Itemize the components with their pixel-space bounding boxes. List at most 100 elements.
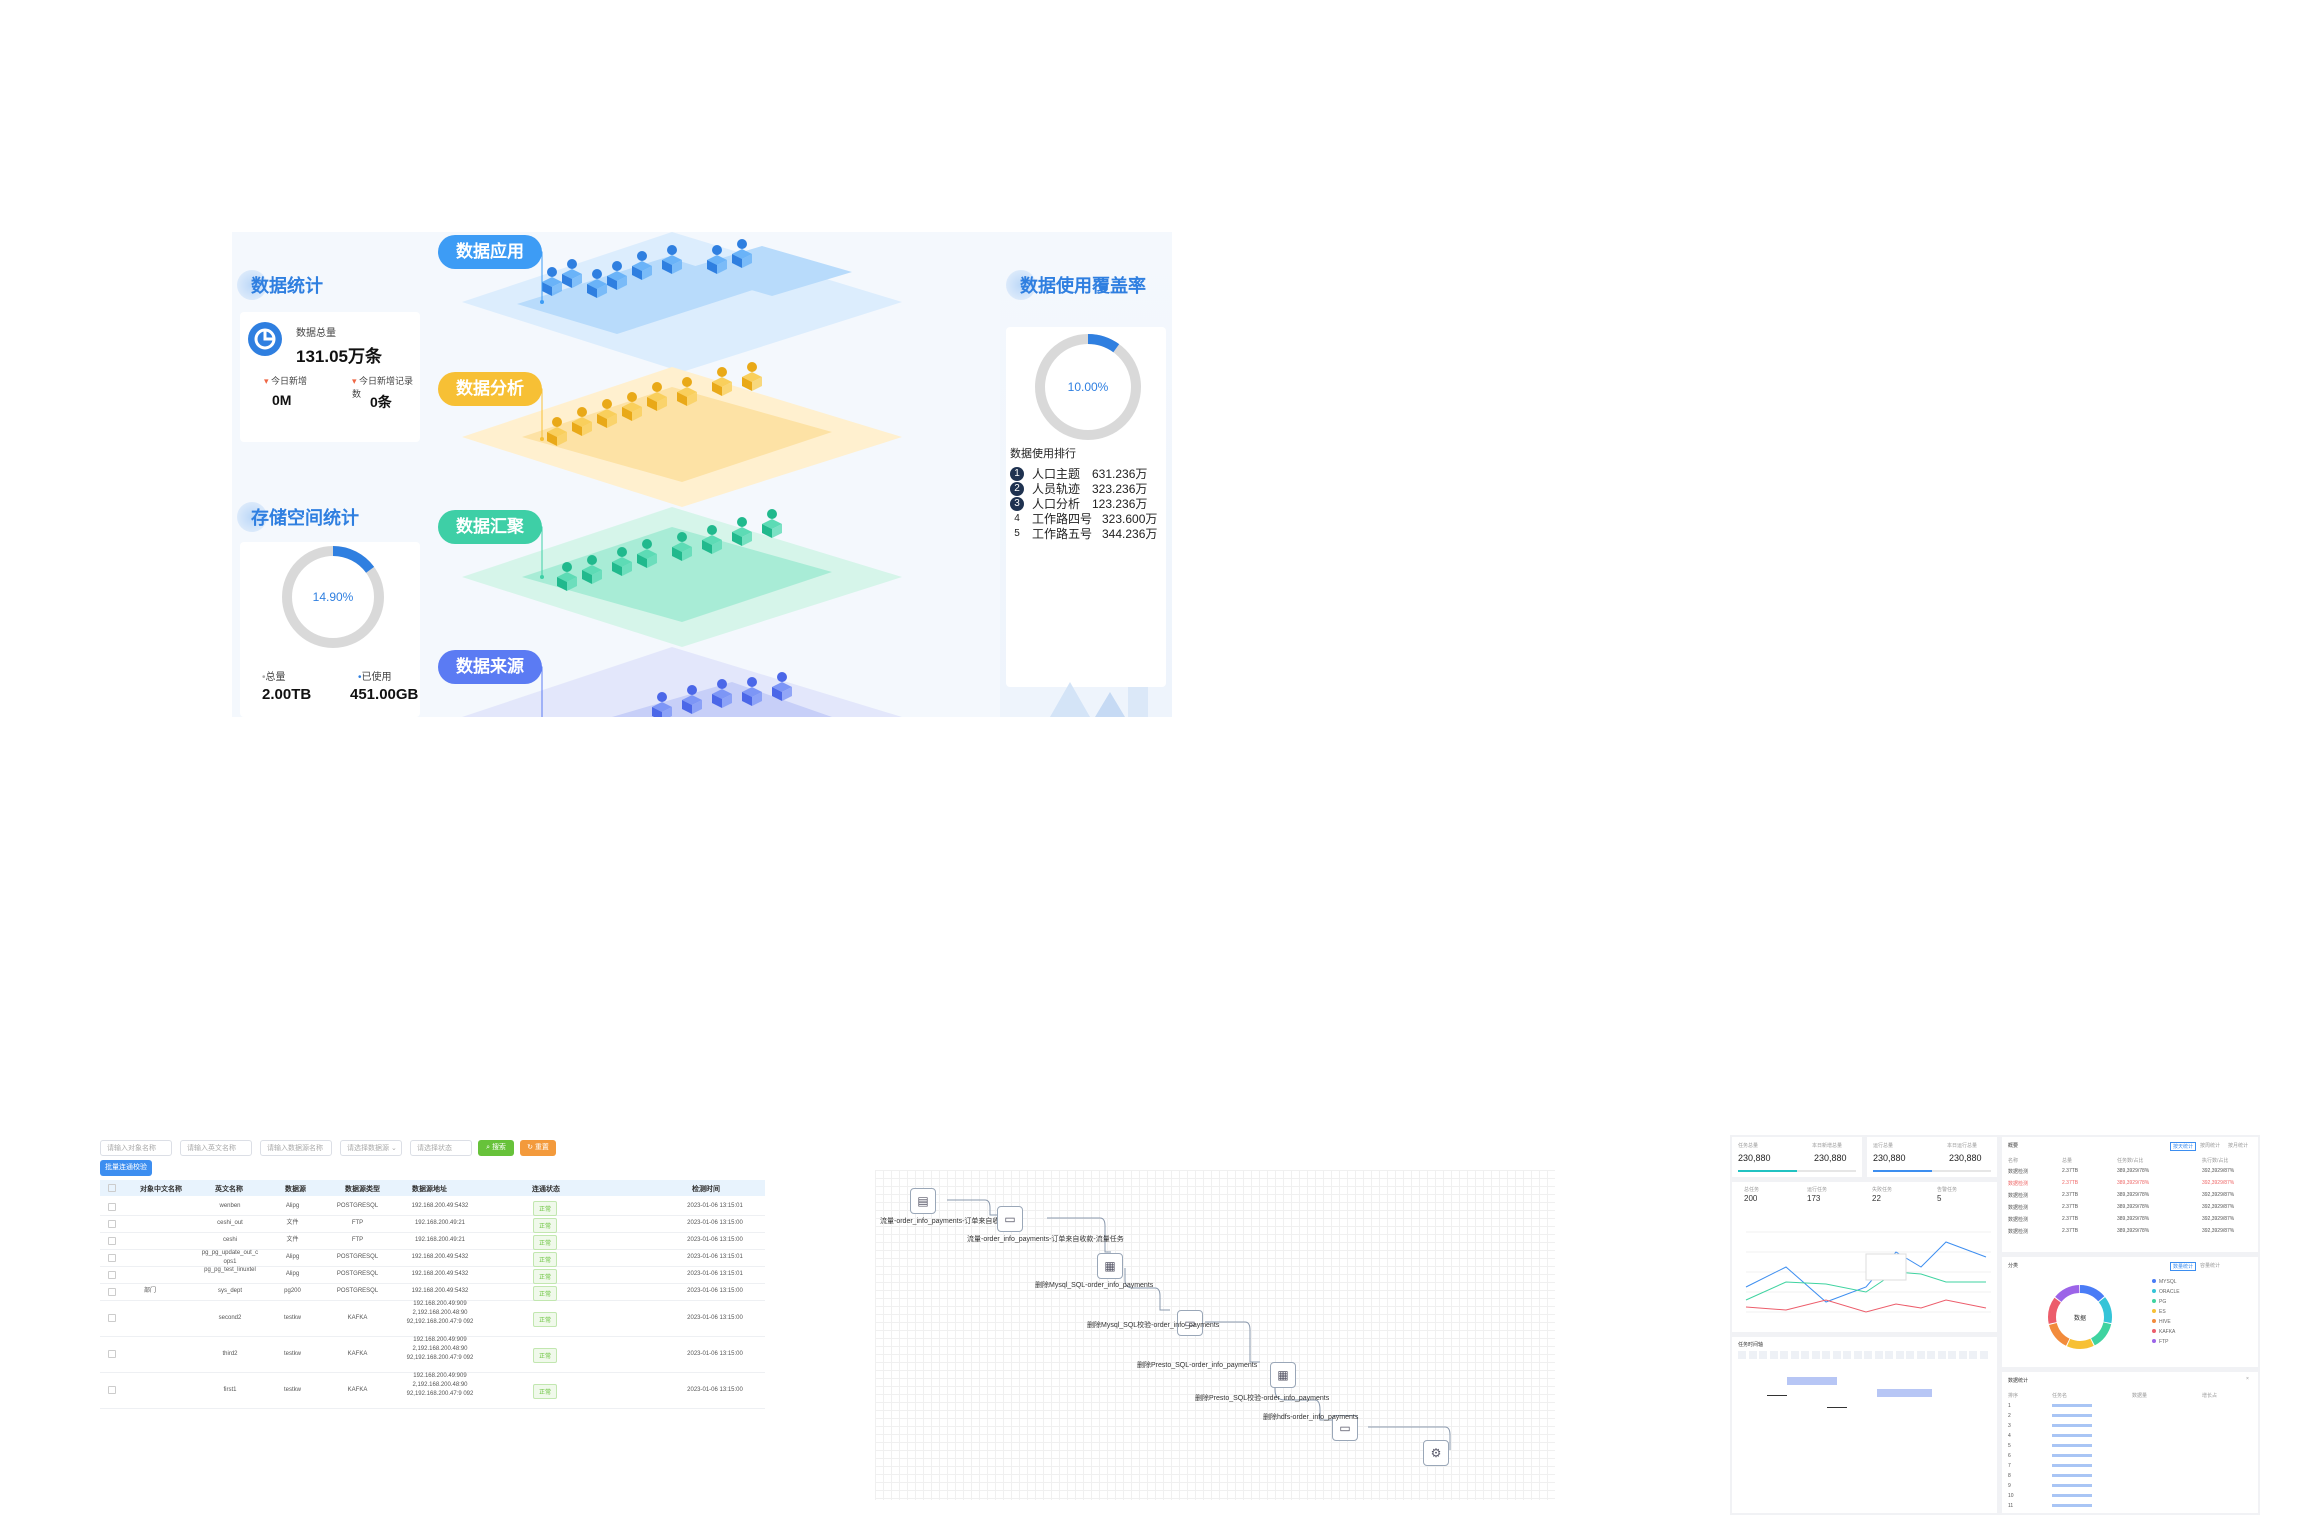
monitor-icon[interactable]: ▭	[1177, 1310, 1203, 1336]
row-checkbox[interactable]	[108, 1350, 116, 1358]
gantt-tick	[1780, 1351, 1788, 1359]
summary-cell: 2.37TB	[2062, 1180, 2079, 1186]
storage-total-value: 2.00TB	[262, 686, 312, 703]
legend-swatch	[2152, 1279, 2156, 1283]
monitor-icon[interactable]: ▭	[1332, 1415, 1358, 1441]
data-cube	[557, 562, 577, 591]
stats-row-link[interactable]	[2052, 1424, 2092, 1427]
data-cube	[542, 267, 562, 296]
table-cell-time: 2023-01-06 13:15:00	[687, 1237, 743, 1243]
row-checkbox[interactable]	[108, 1314, 116, 1322]
summary-cell: 2.37TB	[2062, 1204, 2079, 1210]
gantt-bar[interactable]	[1877, 1389, 1932, 1397]
object-name-filter[interactable]: 请输入对象名称	[100, 1140, 172, 1156]
column-header: 英文名称	[215, 1186, 243, 1193]
stats-row-link[interactable]	[2052, 1494, 2092, 1497]
stats-row-link[interactable]	[2052, 1504, 2092, 1507]
building-graphic	[1050, 682, 1148, 717]
table-header: 对象中文名称 英文名称 数据源 数据源类型 数据源地址 连通状态 检测时间	[100, 1180, 765, 1196]
legend-item[interactable]: MYSQL	[2152, 1279, 2252, 1289]
source-cubes	[652, 672, 792, 717]
table-cell-addr: 192.168.200.49:5432	[411, 1203, 469, 1209]
database-icon[interactable]: ▤	[910, 1188, 936, 1214]
stats-row-link[interactable]	[2052, 1404, 2092, 1407]
table-cell-time: 2023-01-06 13:15:01	[687, 1203, 743, 1209]
tab-count[interactable]: 数量统计	[2170, 1262, 2197, 1271]
legend-item[interactable]: HIVE	[2152, 1319, 2252, 1329]
stats-row-link[interactable]	[2052, 1484, 2092, 1487]
legend-item[interactable]: ORACLE	[2152, 1289, 2252, 1299]
stats-row-link[interactable]	[2052, 1474, 2092, 1477]
stats-row-link[interactable]	[2052, 1434, 2092, 1437]
datasource-name-filter[interactable]: 请输入数据源名称	[260, 1140, 332, 1156]
row-checkbox[interactable]	[108, 1253, 116, 1262]
summary-cell: 数据检测	[2008, 1181, 2029, 1187]
tab-day[interactable]: 按天统计	[2170, 1142, 2197, 1151]
tab-week[interactable]: 按周统计	[2200, 1143, 2221, 1149]
gantt-tick	[1748, 1351, 1757, 1359]
stats-row-link[interactable]	[2052, 1444, 2092, 1447]
storage-total-label: •总量	[262, 672, 286, 683]
row-checkbox[interactable]	[108, 1202, 116, 1211]
row-checkbox[interactable]	[108, 1287, 116, 1296]
reset-button[interactable]: ↻ 重置	[520, 1140, 556, 1156]
document-icon[interactable]: ▦	[1270, 1362, 1296, 1388]
stats-row-link[interactable]	[2052, 1464, 2092, 1467]
data-cube	[597, 399, 617, 428]
gear-icon[interactable]: ⚙	[1423, 1440, 1449, 1466]
stats-row-index: 1	[2008, 1403, 2011, 1409]
status-select[interactable]: 请选择状态	[410, 1140, 472, 1156]
row-checkbox[interactable]	[108, 1219, 116, 1228]
gantt-tick	[1874, 1351, 1883, 1359]
legend-item[interactable]: KAFKA	[2152, 1329, 2252, 1339]
ranking-title: 数据使用排行	[1010, 448, 1076, 460]
english-name-filter[interactable]: 请输入英文名称	[180, 1140, 252, 1156]
close-icon[interactable]: ×	[2246, 1376, 2249, 1382]
status-badge: 正常	[533, 1384, 558, 1399]
row-checkbox[interactable]	[108, 1386, 116, 1394]
pin-icon: ▾	[352, 376, 357, 386]
data-cube	[637, 539, 657, 568]
batch-check-button[interactable]: 批量连通校验	[100, 1160, 152, 1176]
legend-item[interactable]: PG	[2152, 1299, 2252, 1309]
tab-month[interactable]: 按月统计	[2228, 1143, 2249, 1149]
stats-row-index: 9	[2008, 1483, 2011, 1489]
row-checkbox[interactable]	[108, 1236, 116, 1245]
column-header: 对象中文名称	[140, 1186, 182, 1193]
table-cell-type: POSTGRESQL	[336, 1203, 379, 1209]
tab-capacity[interactable]: 容量统计	[2200, 1263, 2221, 1269]
gantt-tick	[1906, 1351, 1914, 1359]
data-cube	[742, 677, 762, 706]
document-icon[interactable]: ▦	[1097, 1253, 1123, 1279]
workflow-canvas[interactable]: ▤流量-order_info_payments-订单来自收款▭流量-order_…	[875, 1170, 1555, 1500]
column-header: 数据源	[285, 1186, 306, 1193]
gather-plane	[462, 507, 902, 647]
summary-cell: 389,3929/78%	[2117, 1192, 2150, 1198]
flow-node-label: 流量-order_info_payments-订单来自收款	[880, 1218, 1007, 1225]
gantt-tick	[1790, 1351, 1799, 1359]
search-button[interactable]: ⌕ 搜索	[478, 1140, 514, 1156]
legend-item[interactable]: FTP	[2152, 1339, 2252, 1349]
datasource-select[interactable]: 请选择数据源 ⌄	[340, 1140, 402, 1156]
select-all-checkbox[interactable]	[108, 1184, 116, 1192]
row-checkbox[interactable]	[108, 1270, 116, 1279]
data-cube	[742, 362, 762, 391]
gantt-bar[interactable]	[1787, 1377, 1837, 1385]
data-cube	[582, 555, 602, 584]
monitor-icon[interactable]: ▭	[997, 1206, 1023, 1232]
stats-row-link[interactable]	[2052, 1454, 2092, 1457]
stats-row-link[interactable]	[2052, 1414, 2092, 1417]
summary-cell: 392,3929/87%	[2202, 1180, 2235, 1186]
legend-item[interactable]: ES	[2152, 1309, 2252, 1319]
